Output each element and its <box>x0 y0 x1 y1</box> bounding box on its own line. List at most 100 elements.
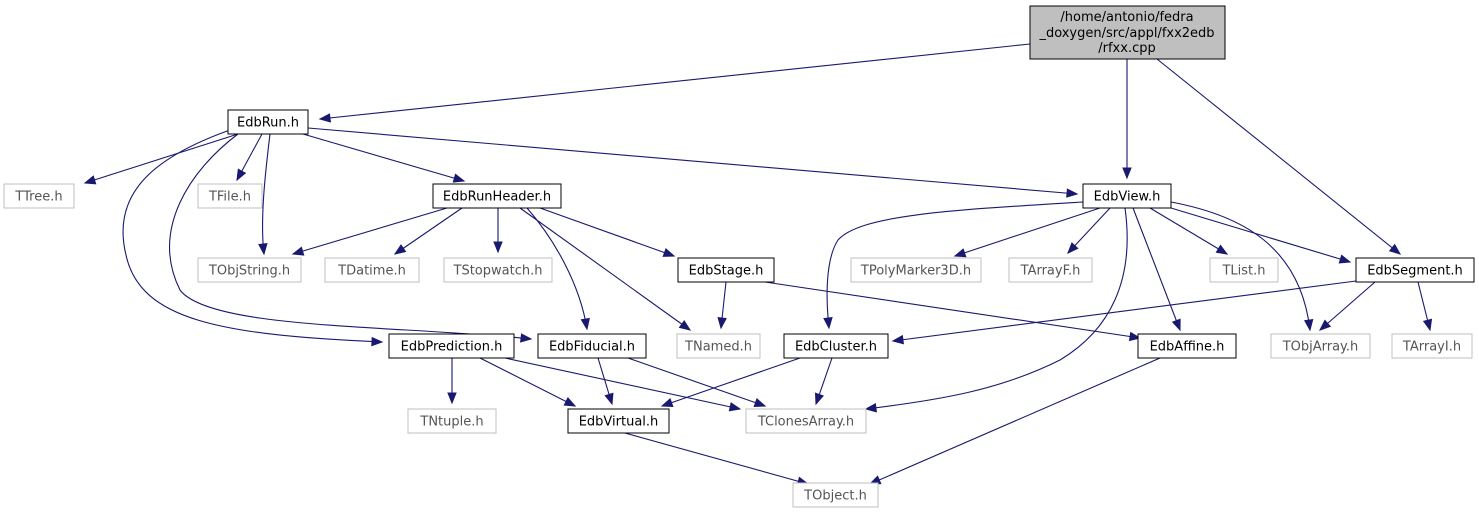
node-label: EdbAffine.h <box>1150 340 1225 355</box>
node-edbrunheader[interactable]: EdbRunHeader.h <box>432 183 562 209</box>
node-label: TTree.h <box>14 190 62 205</box>
edge-arrowhead <box>1122 167 1132 180</box>
node-tdatime: TDatime.h <box>324 257 420 283</box>
edge-edbsegment-to-edbcluster <box>891 280 1357 345</box>
edge-arrowhead <box>447 392 457 405</box>
edge-line <box>1132 207 1181 331</box>
edge-edbrunheader-to-tobjstring <box>291 207 448 256</box>
node-box <box>537 333 647 359</box>
edge-edbrunheader-to-tstopwatch <box>493 208 503 254</box>
node-label: TObjArray.h <box>1282 340 1359 355</box>
node-tfile: TFile.h <box>197 183 263 209</box>
node-box <box>792 482 879 508</box>
edge-edbsegment-to-tarrayi <box>1417 281 1433 332</box>
edge-edbrun-to-edbfiducial <box>169 133 533 343</box>
node-edbview[interactable]: EdbView.h <box>1082 183 1172 209</box>
edge-arrowhead <box>728 402 742 412</box>
root-node-box <box>1029 5 1226 60</box>
node-box <box>676 333 761 359</box>
edge-line <box>519 207 691 331</box>
node-box <box>3 183 75 209</box>
node-label: EdbVirtual.h <box>579 415 659 430</box>
edge-edbrun-to-ttree <box>83 133 239 185</box>
node-box <box>567 408 670 434</box>
node-box <box>1137 333 1237 359</box>
node-box <box>1008 257 1093 283</box>
node-tarrayf: TArrayF.h <box>1008 257 1093 283</box>
root-node-line-3: /rfxx.cpp <box>1098 41 1155 56</box>
edge-line <box>1319 281 1376 331</box>
node-label: TFile.h <box>208 190 251 205</box>
node-box <box>677 257 775 283</box>
edge-arrowhead <box>953 248 967 258</box>
edge-edbfiducial-to-tclonesarray <box>627 357 767 408</box>
node-edbstage[interactable]: EdbStage.h <box>677 257 775 283</box>
node-label: EdbPrediction.h <box>401 340 503 355</box>
node-box <box>1391 333 1473 359</box>
node-edbcluster[interactable]: EdbCluster.h <box>783 333 889 359</box>
edge-arrowhead <box>452 173 466 183</box>
node-edbsegment[interactable]: EdbSegment.h <box>1355 257 1475 283</box>
node-label: EdbView.h <box>1094 190 1161 205</box>
edge-root-to-edbview <box>1122 59 1132 180</box>
edge-line <box>624 432 809 485</box>
edge-arrowhead <box>1422 318 1433 332</box>
edge-edbaffine-to-tobject <box>868 357 1161 485</box>
edge-arrowhead <box>563 397 577 407</box>
edge-arrowhead <box>1338 254 1352 264</box>
edge-arrowhead <box>580 317 590 331</box>
node-label: EdbStage.h <box>689 264 764 279</box>
edge-edbview-to-tobjarray <box>1170 201 1314 332</box>
node-tpolymarker3d: TPolyMarker3D.h <box>850 257 982 283</box>
node-tclonesarray: TClonesArray.h <box>745 408 867 434</box>
node-box <box>745 408 867 434</box>
node-box <box>324 257 420 283</box>
node-box <box>1209 257 1279 283</box>
edge-arrowhead <box>717 317 727 330</box>
node-label: TNamed.h <box>684 340 752 355</box>
node-label: TArrayI.h <box>1402 340 1461 355</box>
edge-line <box>307 127 1078 195</box>
edge-line <box>302 133 465 182</box>
edge-edbstage-to-edbaffine <box>764 281 1142 342</box>
root-node: /home/antonio/fedra _doxygen/src/appl/fx… <box>1029 5 1226 60</box>
edge-edbrunheader-to-tnamed <box>519 207 692 331</box>
edge-line <box>262 133 271 255</box>
node-edbrun[interactable]: EdbRun.h <box>227 109 309 135</box>
edge-line <box>292 207 448 255</box>
edge-line <box>394 207 463 255</box>
root-node-line-2: _doxygen/src/appl/fxx2edb <box>1038 26 1214 41</box>
node-box <box>443 257 553 283</box>
edge-edbview-to-edbsegment <box>1170 207 1352 264</box>
node-label: TPolyMarker3D.h <box>860 264 971 279</box>
edge-root-to-edbrun <box>318 43 1031 123</box>
edge-arrowhead <box>660 398 674 408</box>
node-box <box>388 333 515 359</box>
node-edbvirtual[interactable]: EdbVirtual.h <box>567 408 670 434</box>
node-box <box>432 183 562 209</box>
node-label: EdbCluster.h <box>795 340 877 355</box>
node-edbprediction[interactable]: EdbPrediction.h <box>388 333 515 359</box>
edge-arrowhead <box>864 403 877 413</box>
edge-edbrun-to-edbview <box>307 127 1079 198</box>
edge-edbcluster-to-tclonesarray <box>814 357 833 406</box>
edge-arrowhead <box>662 248 676 257</box>
edge-arrowhead <box>604 392 614 406</box>
edge-line <box>1170 207 1351 263</box>
node-tobjstring: TObjString.h <box>197 257 302 283</box>
node-tnamed: TNamed.h <box>676 333 761 359</box>
root-node-line-1: /home/antonio/fedra <box>1060 10 1193 25</box>
node-tarrayi: TArrayI.h <box>1391 333 1473 359</box>
edge-arrowhead <box>753 398 767 408</box>
edge-edbvirtual-to-tobject <box>624 432 810 486</box>
edge-line <box>661 357 801 407</box>
node-edbfiducial[interactable]: EdbFiducial.h <box>537 333 647 359</box>
node-label: EdbRun.h <box>237 116 299 131</box>
node-edbaffine[interactable]: EdbAffine.h <box>1137 333 1237 359</box>
edge-arrowhead <box>1318 319 1332 331</box>
edge-arrowhead <box>258 243 268 256</box>
node-tntuple: TNtuple.h <box>407 408 497 434</box>
edge-edbcluster-to-edbvirtual <box>660 357 801 408</box>
node-box <box>1082 183 1172 209</box>
